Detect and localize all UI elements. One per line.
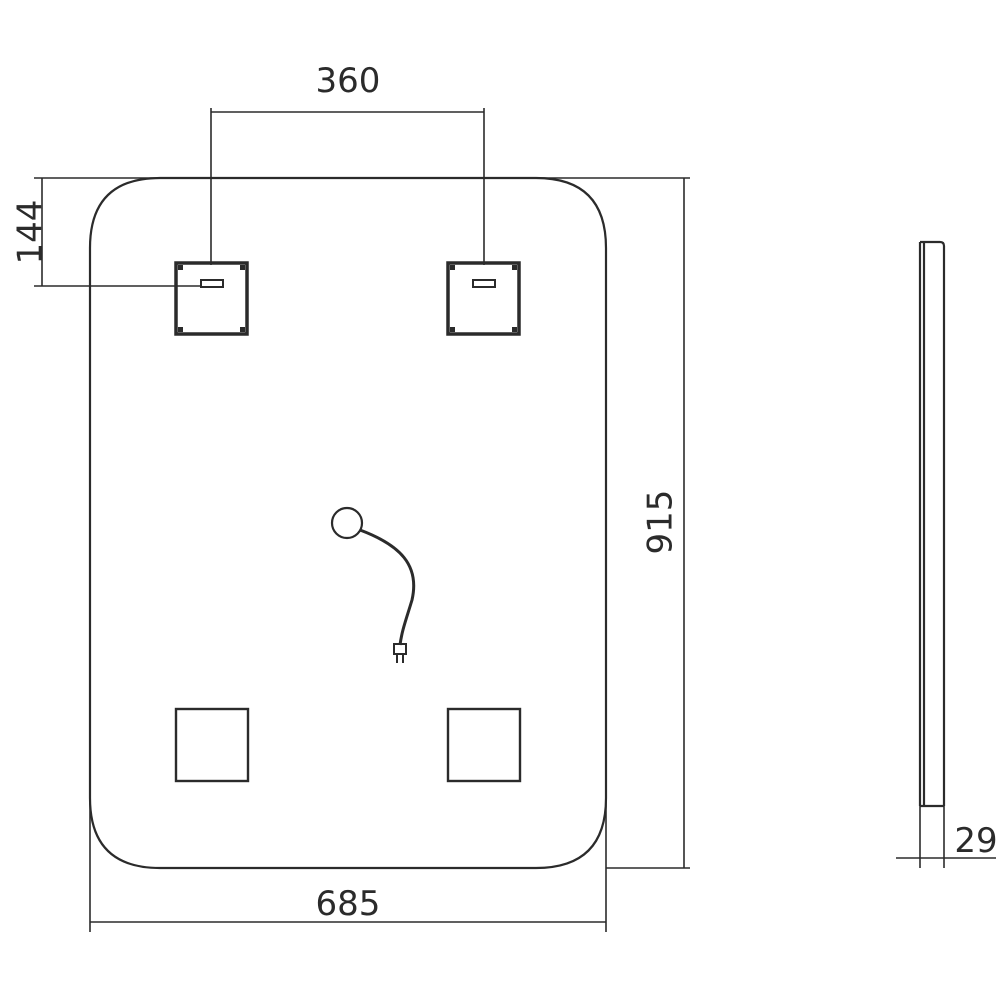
power-cable (330, 506, 416, 663)
spacer-bottom-left (174, 707, 250, 783)
dimension-label-915: 915 (641, 490, 681, 555)
side-view: 29 (896, 240, 998, 868)
dimension-label-360: 360 (316, 61, 381, 101)
dimension-label-29: 29 (954, 821, 997, 861)
dimension-label-685: 685 (316, 884, 381, 924)
dimension-height: 915 (536, 177, 690, 869)
mirror-outline (88, 176, 608, 870)
dimension-bracket-offset: 144 (11, 177, 200, 287)
dimension-label-144: 144 (11, 200, 51, 265)
plug-icon (393, 643, 407, 663)
mounting-bracket-right (446, 261, 521, 336)
spacer-bottom-right (446, 707, 522, 783)
dimension-width: 685 (89, 798, 607, 932)
mounting-bracket-left (174, 261, 249, 336)
dimension-bracket-spacing: 360 (210, 61, 485, 265)
